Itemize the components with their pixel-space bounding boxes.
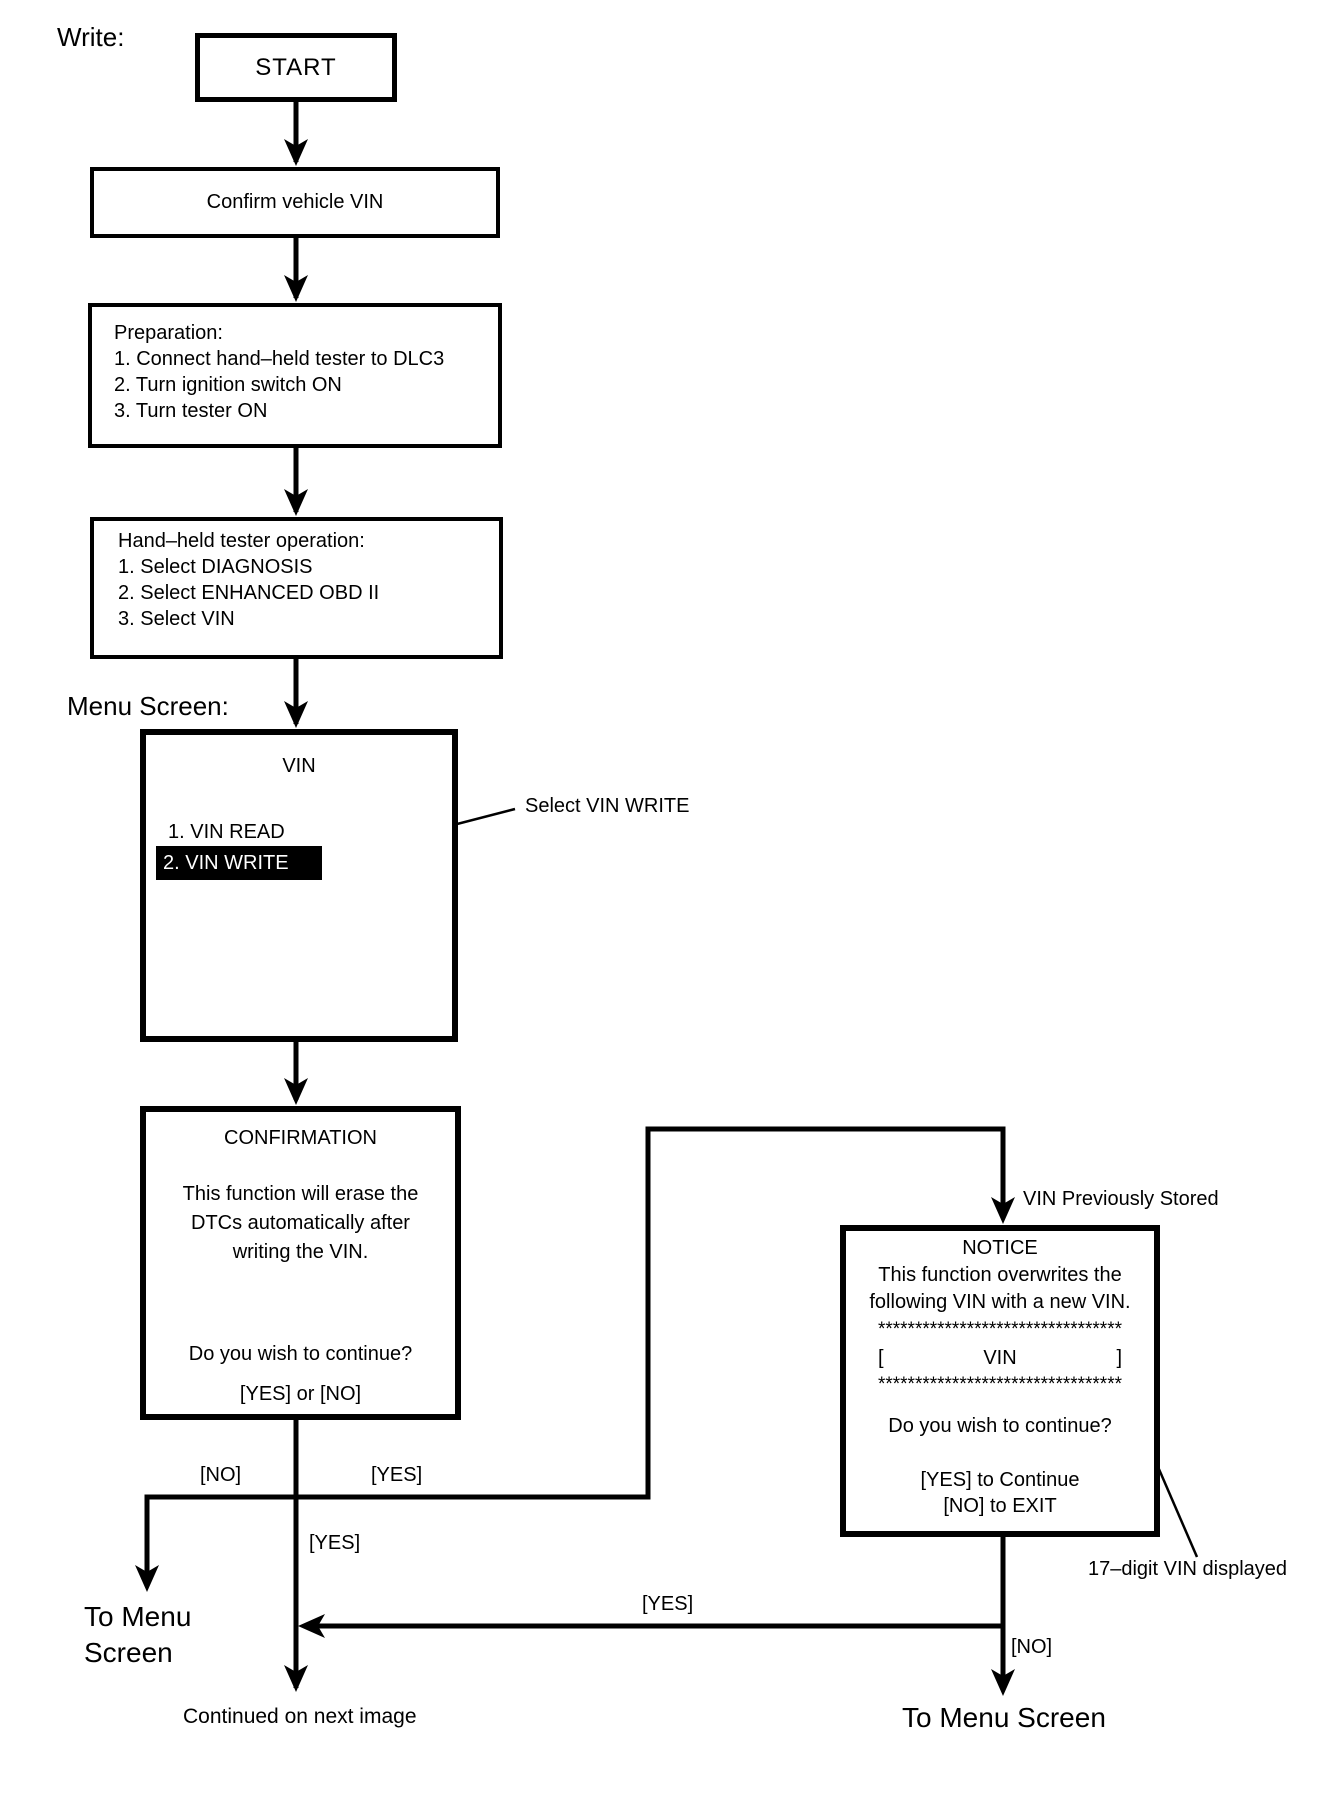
vin-menu-title: VIN [282,755,316,777]
branch-no-label: [NO] [200,1464,242,1486]
notice-title: NOTICE [962,1237,1038,1259]
confirm-vin-label: Confirm vehicle VIN [206,191,384,213]
notice-body-line: following VIN with a new VIN. [869,1291,1131,1313]
arrowhead-icon [284,489,308,516]
write-section-label: Write: [57,22,125,52]
tester-operation-step: 2. Select ENHANCED OBD II [118,582,380,604]
preparation-text: Preparation: 1. Connect hand–held tester… [92,307,498,424]
continued-next-image-label: Continued on next image [183,1705,417,1728]
confirmation-question: Do you wish to continue? [188,1343,413,1365]
tester-operation-step: 3. Select VIN [118,608,235,630]
confirmation-options: [YES] or [NO] [239,1383,362,1405]
arrowhead-icon [298,1614,325,1638]
confirmation-body-line: DTCs automatically after [191,1212,410,1234]
branch-yes-no-path [144,1126,1006,1586]
notice-screen: NOTICE This function overwrites the foll… [840,1225,1160,1537]
confirmation-screen: CONFIRMATION This function will erase th… [140,1106,461,1420]
preparation-node: Preparation: 1. Connect hand–held tester… [88,303,502,448]
notice-body-line: This function overwrites the [878,1264,1122,1286]
preparation-step: 1. Connect hand–held tester to DLC3 [114,348,445,370]
tester-operation-step: 1. Select DIAGNOSIS [118,556,313,578]
branch-no-notice-label: [NO] [1011,1636,1053,1658]
arrowhead-icon [284,139,308,166]
arrowhead-icon [991,1669,1015,1696]
menu-screen-label: Menu Screen: [67,691,229,721]
arrowhead-icon [135,1565,159,1592]
branch-yes-center-label: [YES] [309,1532,361,1554]
confirmation-body-line: This function will erase the [182,1183,419,1205]
branch-yes-label: [YES] [371,1464,423,1486]
preparation-title: Preparation: [114,322,223,344]
arrowhead-icon [284,1078,308,1105]
tester-operation-node: Hand–held tester operation: 1. Select DI… [90,517,503,659]
vin-menu-item-write-highlighted: 2. VIN WRITE [156,846,322,880]
confirmation-title: CONFIRMATION [224,1127,377,1149]
to-menu-terminal-line1: To Menu [84,1601,192,1632]
vin-menu-screen: VIN 1. VIN READ 2. VIN WRITE [140,729,458,1042]
vin-previously-stored-label: VIN Previously Stored [1023,1188,1219,1210]
start-node-label: START [255,53,337,81]
select-vin-write-callout: Select VIN WRITE [525,795,690,817]
confirm-vin-node: Confirm vehicle VIN [90,167,500,238]
notice-vin-row: [ VIN ] [846,1347,1154,1370]
arrowhead-icon [284,1665,308,1692]
confirmation-body-line: writing the VIN. [232,1241,369,1263]
notice-no-option: [NO] to EXIT [943,1495,1057,1517]
arrowhead-icon [284,275,308,302]
vin-field-label: VIN [983,1347,1017,1369]
notice-asterisk-row: ********************************* [877,1319,1122,1340]
branch-yes-return-label: [YES] [642,1593,694,1615]
tester-operation-text: Hand–held tester operation: 1. Select DI… [94,521,499,632]
preparation-step: 3. Turn tester ON [114,400,268,422]
arrowhead-icon [284,701,308,728]
vin-open-bracket: [ [878,1347,884,1369]
vin-close-bracket: ] [1116,1347,1122,1369]
notice-question: Do you wish to continue? [888,1415,1112,1437]
start-node: START [195,33,397,102]
vin-menu-item-read: 1. VIN READ [168,821,285,843]
preparation-step: 2. Turn ignition switch ON [114,374,342,396]
to-menu-terminal-line2: Screen [84,1637,173,1668]
tester-operation-title: Hand–held tester operation: [118,530,365,552]
to-menu-screen-terminal: To Menu Screen [902,1702,1106,1733]
vin-digit-callout: 17–digit VIN displayed [1088,1558,1288,1580]
notice-yes-option: [YES] to Continue [920,1469,1080,1491]
notice-asterisk-row: ********************************* [877,1374,1122,1395]
arrowhead-icon [991,1197,1015,1224]
